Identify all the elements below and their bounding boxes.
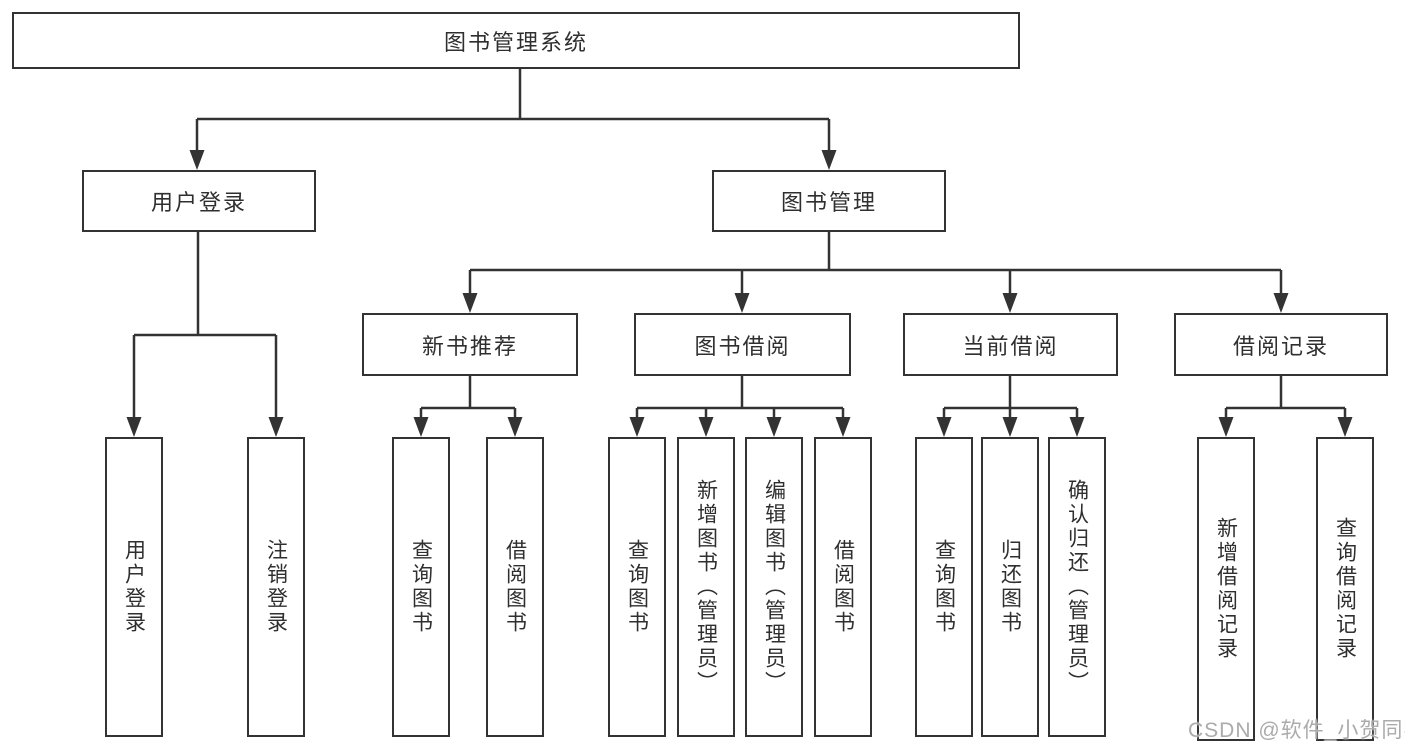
leaf-logout: 注销登录 — [247, 437, 305, 737]
leaf-query-book-recommend: 查询图书 — [392, 437, 450, 737]
leaf-add-borrow-record: 新增借阅记录 — [1197, 437, 1255, 741]
leaf-query-book-borrow: 查询图书 — [608, 437, 666, 737]
node-borrow-records: 借阅记录 — [1174, 313, 1388, 376]
node-current-borrow: 当前借阅 — [903, 313, 1118, 376]
leaf-query-borrow-record: 查询借阅记录 — [1316, 437, 1374, 741]
leaf-query-book-current: 查询图书 — [915, 437, 973, 737]
leaf-borrow-book-recommend: 借阅图书 — [486, 437, 544, 737]
csdn-watermark: CSDN @软件_小贺同学 — [1188, 719, 1405, 742]
leaf-add-book-admin: 新增图书（管理员） — [677, 437, 735, 737]
leaf-user-login: 用户登录 — [105, 437, 163, 737]
leaf-edit-book-admin: 编辑图书（管理员） — [745, 437, 803, 737]
leaf-confirm-return-admin: 确认归还（管理员） — [1048, 437, 1106, 737]
node-user-login: 用户登录 — [82, 170, 316, 232]
node-book-management: 图书管理 — [712, 170, 946, 232]
leaf-return-book: 归还图书 — [981, 437, 1039, 737]
leaf-borrow-book: 借阅图书 — [814, 437, 872, 737]
node-library-system: 图书管理系统 — [12, 12, 1020, 69]
node-book-borrow: 图书借阅 — [634, 313, 851, 376]
node-new-book-recommend: 新书推荐 — [362, 313, 578, 376]
